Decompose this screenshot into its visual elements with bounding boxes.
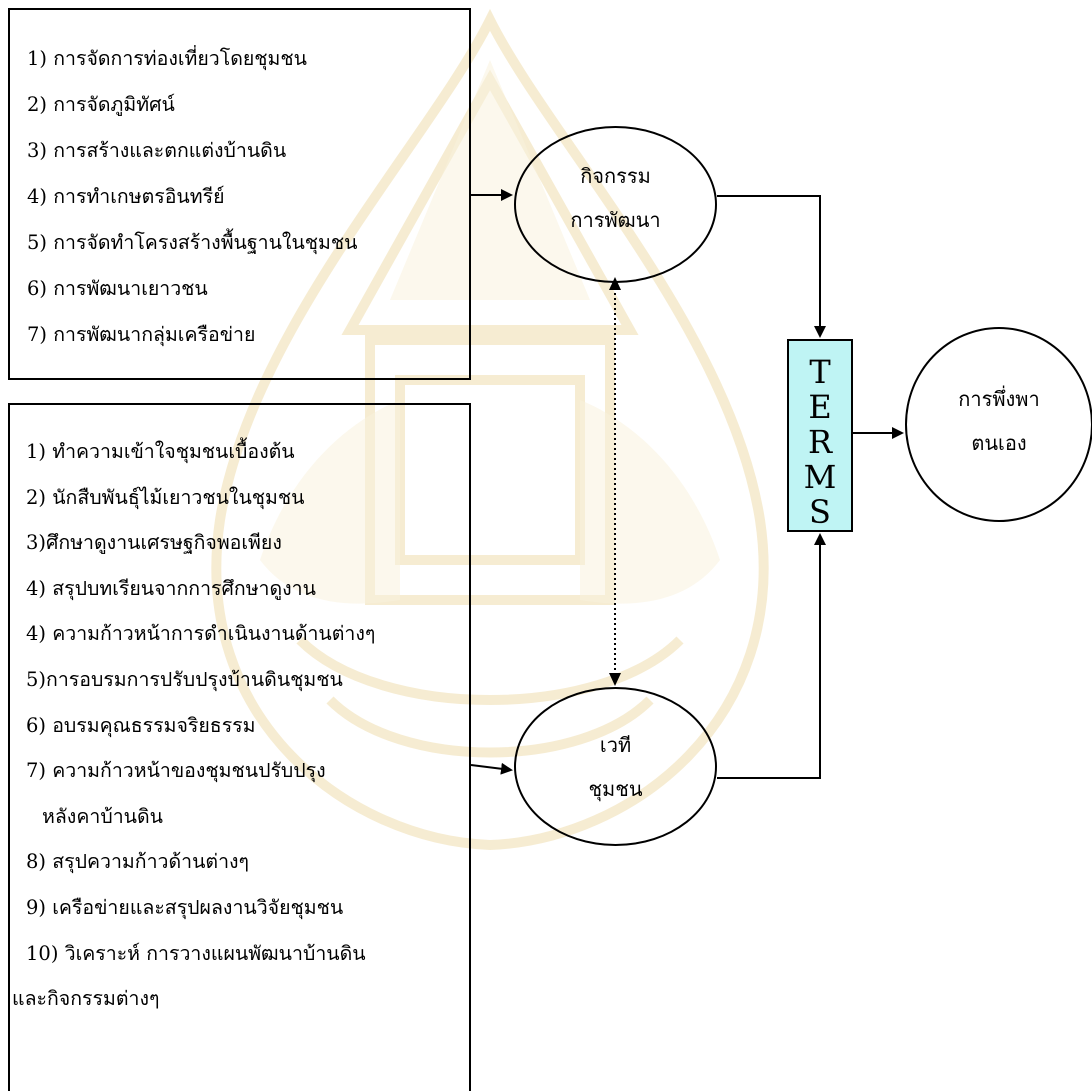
list-item: 2) นักสืบพันธุ์ไม้เยาวชนในชุมชน xyxy=(26,485,305,509)
list-item: 7) ความก้าวหน้าของชุมชนปรับปรุง xyxy=(26,759,326,783)
list-item: 5)การอบรมการปรับปรุงบ้านดินชุมชน xyxy=(26,667,343,691)
list-item-continuation: และกิจกรรมต่างๆ xyxy=(12,987,160,1011)
list-item: 8) สรุปความก้าวด้านต่างๆ xyxy=(26,850,250,874)
node-label: เวที xyxy=(599,733,632,757)
terms-letter: E xyxy=(808,388,832,426)
list-item: 9) เครือข่ายและสรุปผลงานวิจัยชุมชน xyxy=(26,895,344,919)
list-item-continuation: หลังคาบ้านดิน xyxy=(42,804,163,828)
terms-letter: M xyxy=(803,458,837,496)
terms-letter: S xyxy=(809,493,831,531)
community-forum-node: เวที ชุมชน xyxy=(514,687,717,846)
list-item: 3) การสร้างและตกแต่งบ้านดิน xyxy=(27,139,287,162)
node-label: ชุมชน xyxy=(588,777,643,801)
community-forum-list: 1) ทำความเข้าใจชุมชนเบื้องต้น 2) นักสืบพ… xyxy=(10,405,469,1022)
development-activity-node: กิจกรรม การพัฒนา xyxy=(514,126,717,283)
node-label: การพึ่งพา xyxy=(958,387,1040,411)
list-item: 10) วิเคราะห์ การวางแผนพัฒนาบ้านดิน xyxy=(26,941,366,965)
node-label: กิจกรรม xyxy=(580,164,651,188)
list-item: 1) การจัดการท่องเที่ยวโดยชุมชน xyxy=(27,47,307,70)
terms-box: T E R M S xyxy=(787,339,853,532)
community-forum-box: 1) ทำความเข้าใจชุมชนเบื้องต้น 2) นักสืบพ… xyxy=(8,403,471,1091)
node-label: การพัฒนา xyxy=(570,208,661,232)
list-item: 4) การทำเกษตรอินทรีย์ xyxy=(27,185,225,208)
node-label: ตนเอง xyxy=(971,431,1027,455)
list-item: 4) สรุปบทเรียนจากการศึกษาดูงาน xyxy=(26,576,316,600)
list-item: 6) อบรมคุณธรรมจริยธรรม xyxy=(26,713,256,737)
list-item: 7) การพัฒนากลุ่มเครือข่าย xyxy=(27,323,256,346)
list-item: 6) การพัฒนาเยาวชน xyxy=(27,277,208,300)
list-item: 5) การจัดทำโครงสร้างพื้นฐานในชุมชน xyxy=(27,231,358,254)
list-item: 3)ศึกษาดูงานเศรษฐกิจพอเพียง xyxy=(26,531,282,555)
list-item: 2) การจัดภูมิทัศน์ xyxy=(27,93,175,116)
terms-letter: T xyxy=(809,353,831,391)
development-activities-box: 1) การจัดการท่องเที่ยวโดยชุมชน 2) การจัด… xyxy=(8,8,471,380)
development-activities-list: 1) การจัดการท่องเที่ยวโดยชุมชน 2) การจัด… xyxy=(10,10,469,358)
self-reliance-node: การพึ่งพา ตนเอง xyxy=(905,327,1092,522)
terms-letter: R xyxy=(807,423,833,461)
list-item: 1) ทำความเข้าใจชุมชนเบื้องต้น xyxy=(26,440,295,463)
list-item: 4) ความก้าวหน้าการดำเนินงานด้านต่างๆ xyxy=(26,622,376,646)
